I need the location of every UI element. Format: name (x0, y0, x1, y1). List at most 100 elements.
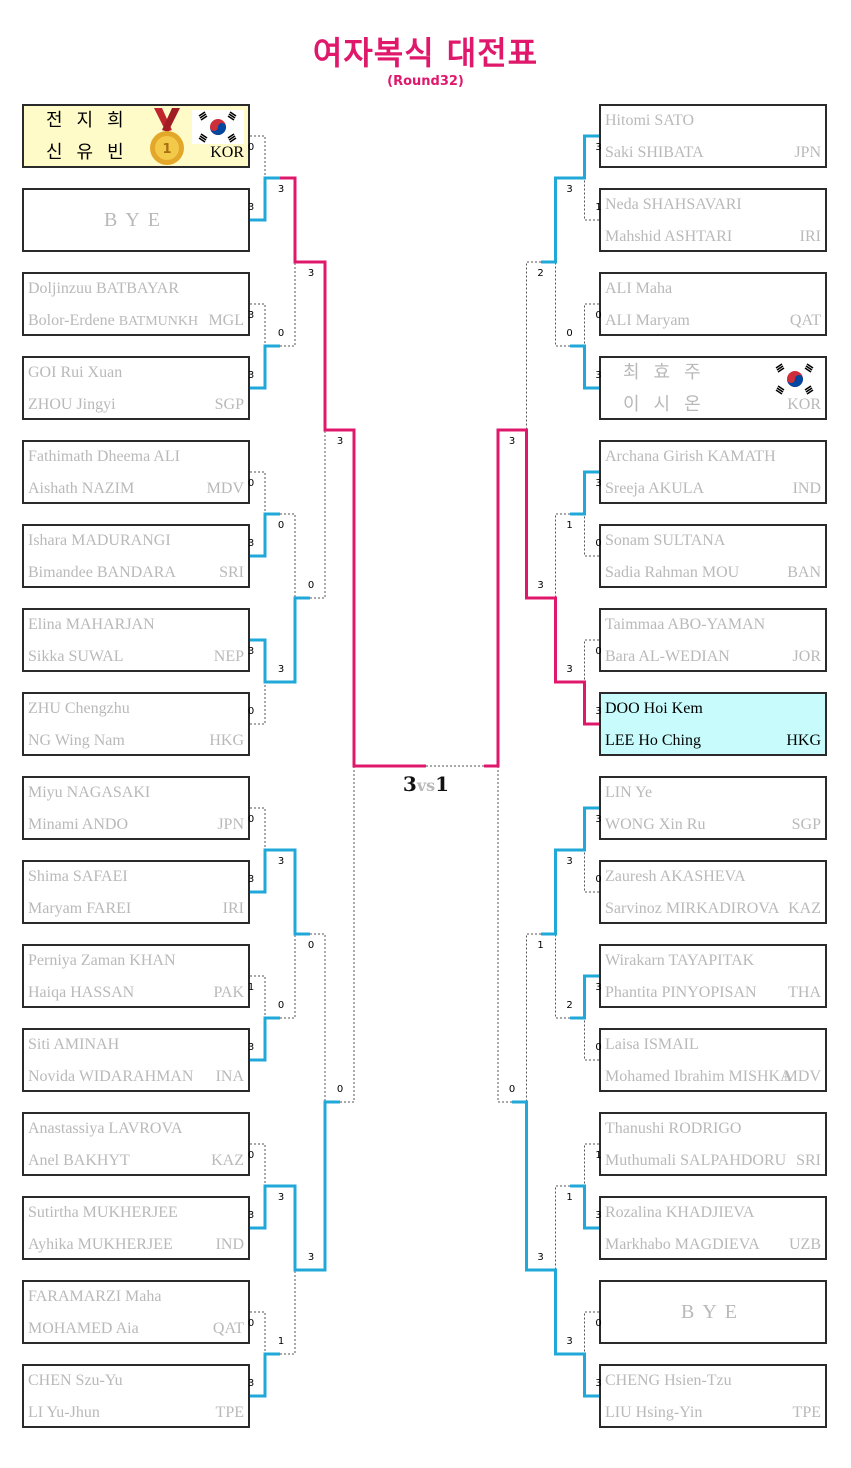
match-score: 3 (247, 1042, 255, 1053)
loser-connector (280, 262, 296, 347)
winner-connector (340, 428, 368, 768)
player-name: Markhabo MAGDIEVA (605, 1236, 760, 1253)
winner-connector (541, 848, 570, 936)
winner-connector (570, 1184, 599, 1230)
loser-connector (250, 471, 266, 514)
player-name: GOI Rui Xuan (28, 364, 123, 381)
country-code: HKG (209, 732, 244, 749)
match-score: 0 (307, 580, 315, 591)
player-name: ALI Maryam (605, 312, 690, 329)
team-box: BYE (22, 188, 250, 252)
player-name: ALI Maha (605, 280, 673, 297)
loser-connector (526, 261, 541, 430)
match-score: 0 (595, 1042, 602, 1053)
player-row: Anastassiya LAVROVA (28, 1116, 244, 1142)
match-score: 3 (307, 268, 315, 279)
loser-connector (497, 766, 512, 1103)
player-name: Bara AL-WEDIAN (605, 648, 730, 665)
player-name: LEE Ho Ching (605, 732, 701, 749)
player-name: Sreeja AKULA (605, 480, 705, 497)
player-name: Archana Girish KAMATH (605, 448, 776, 465)
winner-connector (512, 1100, 541, 1272)
player-name: Neda SHAHSAVARI (605, 196, 742, 213)
country-code: QAT (212, 1320, 244, 1337)
player-row: Hitomi SATO (605, 108, 821, 134)
final-vs: vs (416, 776, 436, 795)
player-row: Neda SHAHSAVARI (605, 192, 821, 218)
match-score: 2 (566, 1000, 573, 1011)
loser-connector (310, 430, 326, 599)
player-row: ALI Maha (605, 276, 821, 302)
player-row: Elina MAHARJAN (28, 612, 244, 638)
match-score: 3 (247, 1378, 255, 1389)
match-score: 0 (277, 328, 285, 339)
match-score: 0 (595, 538, 602, 549)
winner-connector (280, 1184, 310, 1272)
player-row: Laisa ISMAIL (605, 1032, 821, 1058)
match-score: 2 (537, 268, 544, 279)
loser-connector (250, 807, 266, 850)
loser-connector (555, 513, 570, 598)
player-name: Bolor-Erdene BATMUNKH (28, 308, 198, 335)
player-name: Thanushi RODRIGO (605, 1120, 742, 1137)
winner-connector (250, 1352, 280, 1398)
match-score: 3 (595, 982, 602, 993)
country-code: THA (788, 984, 821, 1001)
country-code: MDV (206, 480, 244, 497)
winner-connector (570, 1352, 599, 1398)
match-score: 3 (247, 874, 255, 885)
player-name-last: BATMUNKH (118, 314, 199, 329)
player-name: 최효주 (623, 362, 715, 383)
match-score: 3 (595, 706, 602, 717)
country-code: QAT (789, 312, 821, 329)
player-name: Minami ANDO (28, 816, 128, 833)
player-name: Aishath NAZIM (28, 480, 135, 497)
match-score: 3 (247, 370, 255, 381)
player-row: Archana Girish KAMATH (605, 444, 821, 470)
player-row: ALI Maryam QAT (605, 308, 821, 334)
svg-text:1: 1 (162, 142, 171, 157)
winner-connector (280, 596, 310, 684)
player-name: Mahshid ASHTARI (605, 228, 733, 245)
player-row: Sonam SULTANA (605, 528, 821, 554)
player-name: ZHU Chengzhu (28, 700, 130, 717)
country-code: IND (215, 1236, 244, 1253)
winner-connector (570, 134, 599, 180)
player-row: Perniya Zaman KHAN (28, 948, 244, 974)
player-name: DOO Hoi Kem (605, 700, 703, 717)
player-name: Sutirtha MUKHERJEE (28, 1204, 178, 1221)
match-score: 3 (537, 1252, 544, 1263)
player-name: LIU Hsing-Yin (605, 1404, 703, 1421)
match-score: 3 (595, 1210, 602, 1221)
match-score: 3 (595, 1378, 602, 1389)
team-box: Sutirtha MUKHERJEE Ayhika MUKHERJEE IND (22, 1196, 250, 1260)
winner-connector (250, 848, 280, 894)
player-row: Sreeja AKULA IND (605, 476, 821, 502)
player-name: Saki SHIBATA (605, 144, 704, 161)
country-code: IND (792, 480, 821, 497)
player-name: 신유빈 (46, 142, 138, 163)
match-score: 3 (277, 1192, 285, 1203)
player-name: MOHAMED Aia (28, 1320, 139, 1337)
match-score: 0 (277, 1000, 285, 1011)
match-score: 3 (247, 538, 255, 549)
player-name: Ayhika MUKHERJEE (28, 1236, 173, 1253)
match-score: 0 (247, 142, 255, 153)
